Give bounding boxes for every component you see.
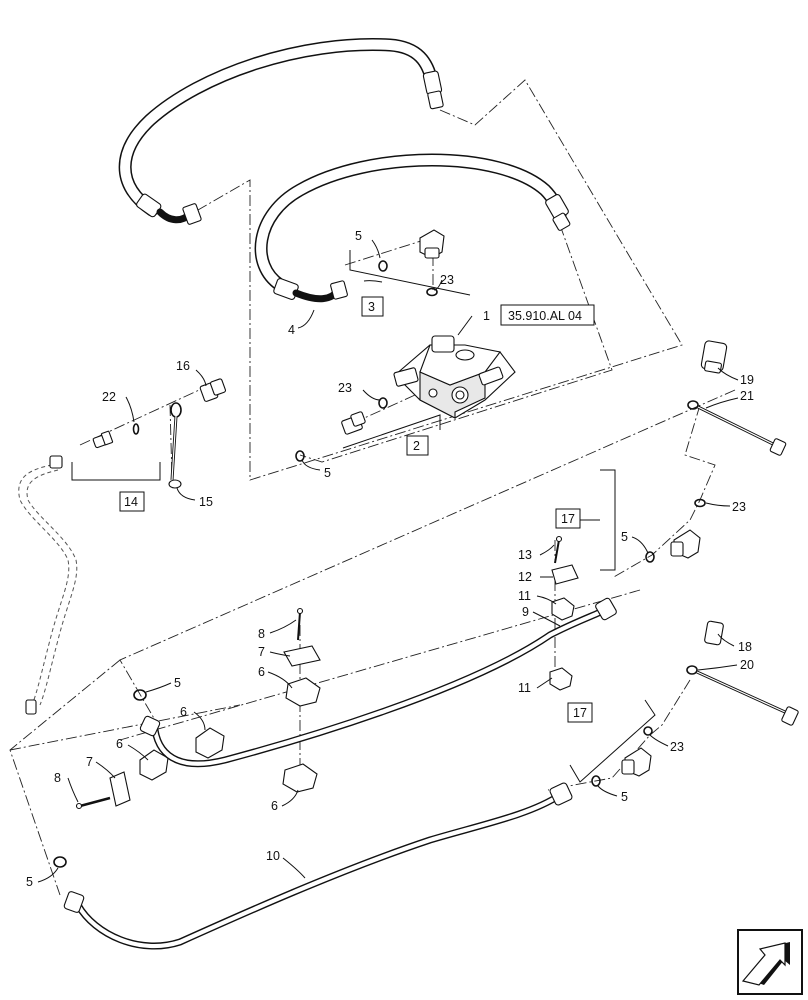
plate-7-left	[109, 771, 131, 807]
callout-17: 17	[573, 706, 587, 720]
elbow-fitting-17a	[670, 529, 701, 559]
callout-leaders	[37, 239, 739, 883]
upper-hose	[118, 38, 444, 225]
callout-16: 16	[176, 359, 190, 373]
dust-cap-20	[686, 665, 799, 726]
callout-23: 23	[440, 273, 454, 287]
callout-23: 23	[732, 500, 746, 514]
callout-9: 9	[522, 605, 529, 619]
callout-7: 7	[86, 755, 93, 769]
callout-17: 17	[561, 512, 575, 526]
clamp-6-left	[195, 727, 225, 759]
callout-3: 3	[368, 300, 375, 314]
callout-10: 10	[266, 849, 280, 863]
callout-7: 7	[258, 645, 265, 659]
ghost-line	[18, 455, 78, 715]
callout-11: 11	[518, 681, 531, 695]
callout-5: 5	[174, 676, 181, 690]
callout-5: 5	[26, 875, 33, 889]
dust-cap-21	[687, 400, 787, 456]
coupler-19	[700, 340, 728, 374]
coupler-18	[704, 620, 724, 646]
tie-strap-15	[168, 402, 182, 489]
callout-13: 13	[518, 548, 532, 562]
tube-10	[63, 782, 573, 950]
fitting-14	[92, 430, 114, 449]
callout-6: 6	[258, 665, 265, 679]
callout-14: 14	[124, 495, 138, 509]
callout-5: 5	[621, 790, 628, 804]
bolt-8-left	[75, 796, 111, 810]
bracket-12	[551, 564, 579, 585]
callout-5: 5	[355, 229, 362, 243]
callout-20: 20	[740, 658, 754, 672]
callout-19: 19	[740, 373, 754, 387]
callout-11: 11	[518, 589, 531, 603]
callout-12: 12	[518, 570, 532, 584]
callout-2: 2	[413, 439, 420, 453]
group-brackets	[71, 250, 656, 783]
callout-8: 8	[258, 627, 265, 641]
callout-5: 5	[621, 530, 628, 544]
clamp-6-lower	[282, 763, 318, 793]
tube-9	[139, 597, 617, 768]
clamp-11-top	[551, 597, 575, 621]
callout-1: 1	[483, 309, 490, 323]
boxed-callouts: 3 2 14 17 17 35.910.AL 04	[119, 296, 595, 723]
elbow-fitting-top	[419, 229, 445, 259]
fitting-16	[199, 378, 227, 402]
callout-15: 15	[199, 495, 213, 509]
bolt-13	[554, 535, 563, 564]
callout-23: 23	[338, 381, 352, 395]
callout-4: 4	[288, 323, 295, 337]
callout-22: 22	[102, 390, 116, 404]
callout-21: 21	[740, 389, 754, 403]
o-rings	[53, 260, 706, 868]
callout-6: 6	[271, 799, 278, 813]
elbow-fitting-17b	[621, 747, 652, 777]
callout-numbers: 1 5 4 23 23 5 22 16 15 19 21 23 5 13 12 …	[26, 229, 754, 889]
callout-5: 5	[324, 466, 331, 480]
callout-6: 6	[116, 737, 123, 751]
straight-fitting-2	[341, 411, 366, 435]
clamp-11-bottom	[549, 667, 573, 691]
clamp-6-upper	[285, 677, 321, 707]
plate-7-top	[283, 645, 321, 667]
callout-18: 18	[738, 640, 752, 654]
callout-8: 8	[54, 771, 61, 785]
callout-23: 23	[670, 740, 684, 754]
valve-block	[393, 335, 516, 419]
forward-arrow-icon[interactable]	[737, 929, 803, 995]
callout-6: 6	[180, 705, 187, 719]
reference-label: 35.910.AL 04	[508, 309, 582, 323]
clamp-6-left2	[139, 749, 169, 781]
bolt-8-top	[296, 607, 304, 641]
hose-4	[254, 153, 571, 303]
